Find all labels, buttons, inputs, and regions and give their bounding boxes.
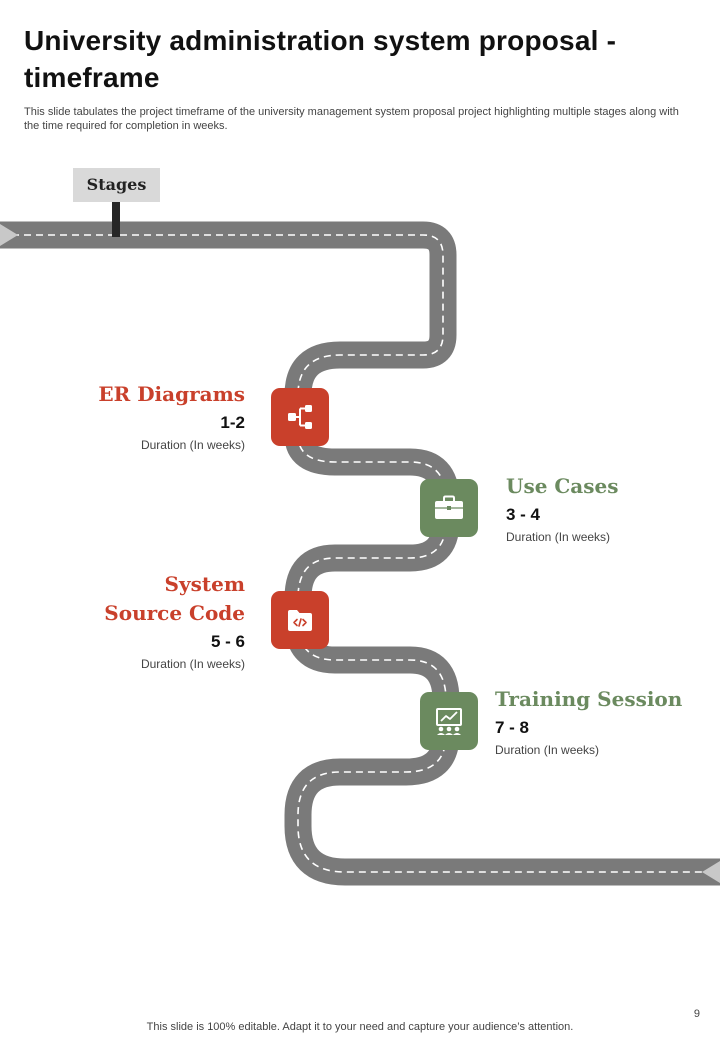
code-folder-icon [288,610,312,631]
road-start-arrow [0,224,18,246]
stage-4-duration-label: Duration (In weeks) [495,743,600,757]
stage-3-name-line-1: System [164,572,245,596]
stage-2-duration-label: Duration (In weeks) [506,530,611,544]
stage-2-name: Use Cases [506,474,619,498]
stage-1-duration-label: Duration (In weeks) [140,438,245,452]
slide-title: University administration system proposa… [24,25,617,93]
stage-3-name-line-2: Source Code [104,601,245,625]
stage-4-name: Training Session [495,687,683,711]
stage-2-node [420,479,478,537]
stages-tag: Stages [73,168,160,202]
stage-3-node [271,591,329,649]
presentation-icon [436,708,462,735]
stage-3-duration-label: Duration (In weeks) [140,657,245,671]
stage-3-weeks: 5 - 6 [210,632,245,651]
footer-note: This slide is 100% editable. Adapt it to… [146,1021,574,1033]
stage-1-node [271,388,329,446]
road-end-arrow [702,861,720,883]
page-number: 9 [693,1008,700,1020]
stage-4-weeks: 7 - 8 [495,718,530,737]
stage-1-name: ER Diagrams [98,382,245,406]
stage-2-weeks: 3 - 4 [506,505,541,524]
briefcase-icon [435,495,463,519]
slide-subtitle: This slide tabulates the project timefra… [24,106,679,132]
stages-pole [112,202,120,237]
stage-1-weeks: 1-2 [220,413,245,432]
hierarchy-icon [288,405,312,429]
stage-4-node [420,692,478,750]
